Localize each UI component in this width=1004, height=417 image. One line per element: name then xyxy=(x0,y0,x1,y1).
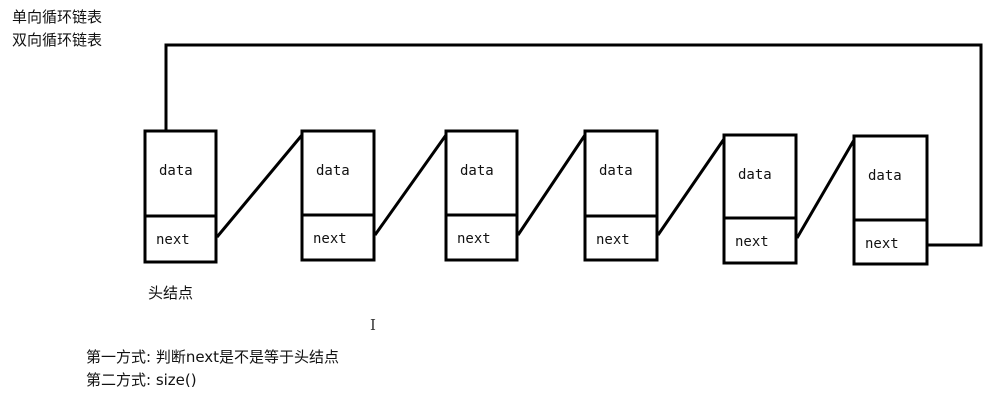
node-box xyxy=(722,133,798,265)
method-two-text: 第二方式: size() xyxy=(86,371,197,389)
list-node: data next xyxy=(300,129,376,262)
method-one-text: 第一方式: 判断next是不是等于头结点 xyxy=(86,348,340,366)
node-box xyxy=(852,134,929,266)
node-next-label: next xyxy=(156,232,190,248)
node-next-label: next xyxy=(457,231,491,247)
list-node: data next xyxy=(143,129,218,264)
diagram-title-singly-circular: 单向循环链表 xyxy=(12,8,103,26)
list-node: data next xyxy=(852,134,929,266)
node-data-label: data xyxy=(316,163,350,179)
list-node: data next xyxy=(444,129,519,262)
node-data-label: data xyxy=(868,168,902,184)
circular-return-link xyxy=(164,43,983,247)
node-box xyxy=(143,129,218,264)
node-box xyxy=(583,129,659,262)
next-pointer-link xyxy=(516,134,587,236)
node-next-label: next xyxy=(313,231,347,247)
text-cursor-icon: I xyxy=(370,316,376,334)
node-data-label: data xyxy=(738,167,772,183)
node-data-label: data xyxy=(599,163,633,179)
node-links xyxy=(215,134,856,239)
node-list: data next data next data next data next data next… xyxy=(143,129,929,266)
head-node-label: 头结点 xyxy=(148,284,194,302)
next-pointer-link xyxy=(656,138,726,236)
node-next-label: next xyxy=(596,232,630,248)
list-node: data next xyxy=(722,133,798,265)
node-box xyxy=(444,129,519,262)
list-node: data next xyxy=(583,129,659,262)
node-data-label: data xyxy=(460,163,494,179)
node-next-label: next xyxy=(735,234,769,250)
next-pointer-link xyxy=(795,139,856,239)
node-data-label: data xyxy=(159,163,193,179)
node-box xyxy=(300,129,376,262)
next-pointer-link xyxy=(215,134,304,238)
next-pointer-link xyxy=(373,134,448,236)
node-next-label: next xyxy=(865,236,899,252)
diagram-title-doubly-circular: 双向循环链表 xyxy=(12,31,103,49)
